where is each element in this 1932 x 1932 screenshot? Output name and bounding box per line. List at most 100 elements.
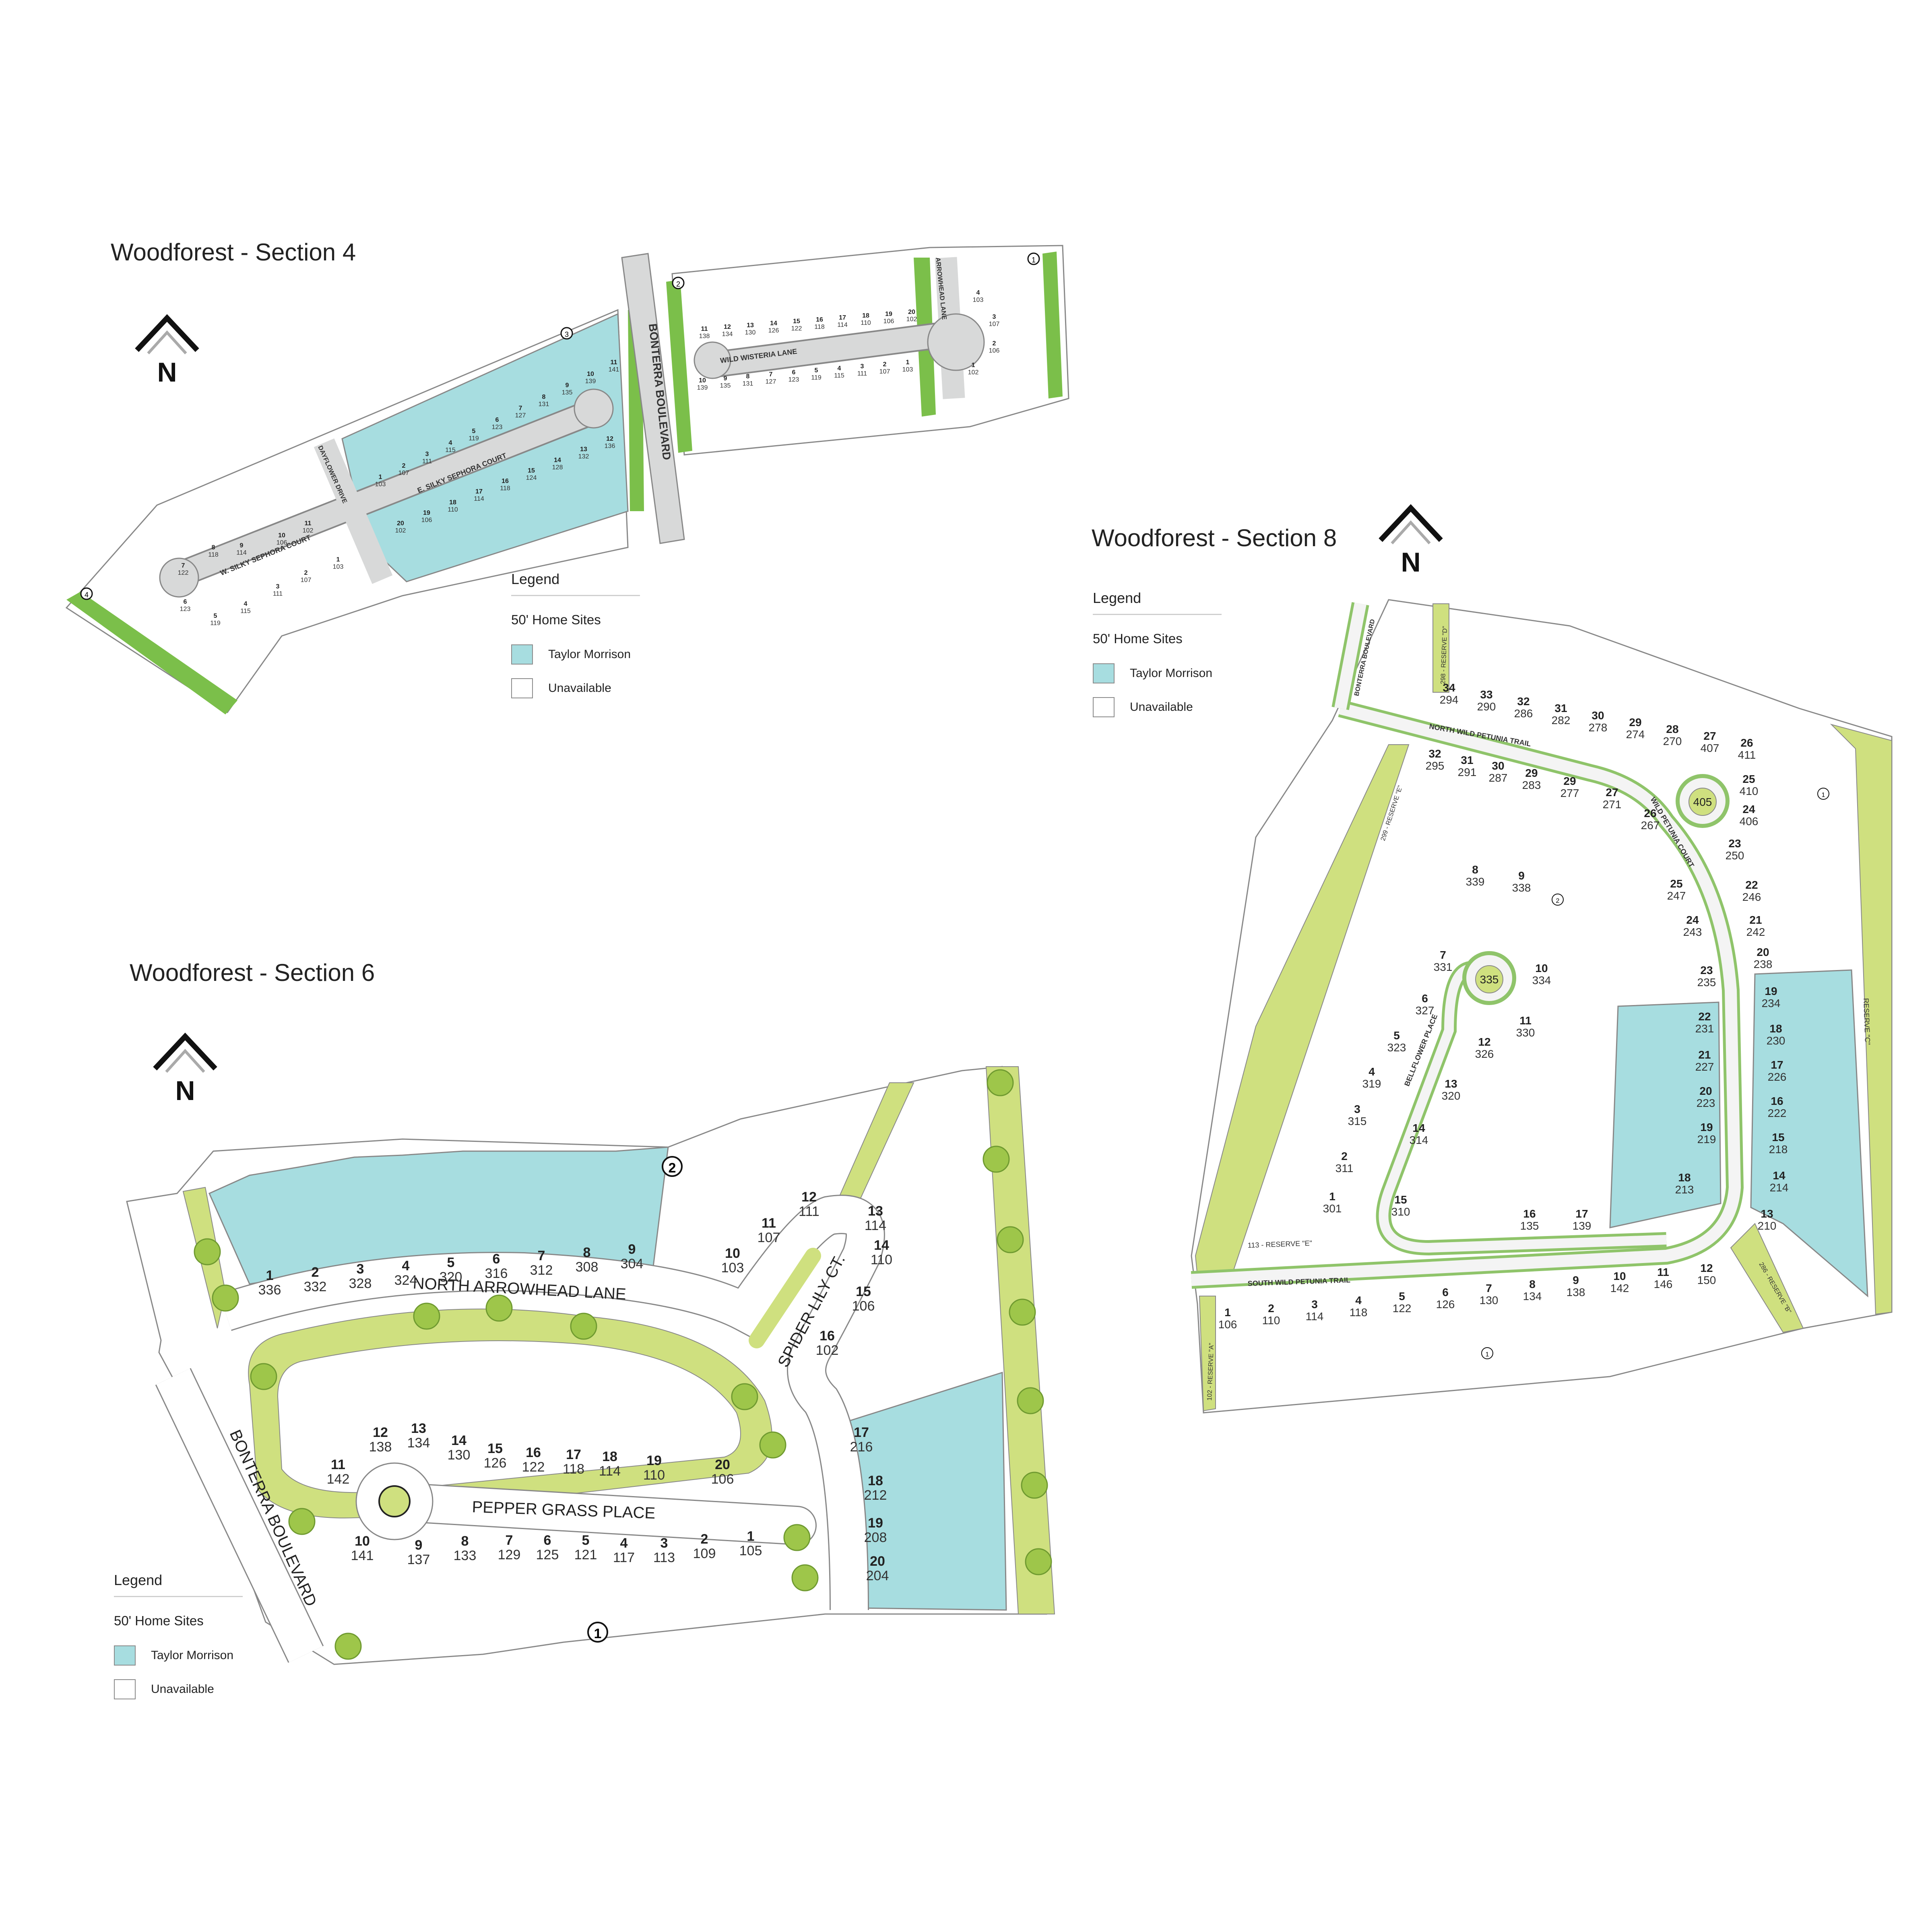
lot-label[interactable]: 15124	[526, 467, 537, 481]
lot-label[interactable]: 23250	[1726, 837, 1744, 862]
lot-label[interactable]: 2107	[301, 570, 312, 584]
lot-label[interactable]: 4324	[394, 1258, 417, 1288]
lot-label[interactable]: 16135	[1520, 1208, 1539, 1232]
lot-label[interactable]: 4118	[1350, 1294, 1368, 1319]
lot-label[interactable]: 2107	[398, 462, 409, 477]
lot-label[interactable]: 9114	[236, 542, 247, 556]
lot-label[interactable]: 8134	[1523, 1278, 1542, 1302]
lot-label[interactable]: 11141	[609, 359, 619, 373]
lot-label[interactable]: 17216	[850, 1425, 873, 1455]
lot-label[interactable]: 4117	[613, 1536, 635, 1565]
lot-label[interactable]: 4103	[973, 289, 984, 303]
lot-label[interactable]: 2311	[1335, 1150, 1354, 1174]
lot-label[interactable]: 3111	[273, 583, 283, 597]
lot-label[interactable]: 18230	[1767, 1022, 1785, 1047]
lot-label[interactable]: 3315	[1348, 1103, 1367, 1127]
lot-label[interactable]: 18110	[448, 499, 458, 513]
lot-label[interactable]: 1336	[258, 1268, 281, 1298]
lot-label[interactable]: 15126	[484, 1441, 507, 1471]
lot-label[interactable]: 1102	[968, 362, 979, 376]
lot-label[interactable]: 6327	[1416, 992, 1435, 1017]
lot-label[interactable]: 13132	[578, 446, 589, 460]
lot-label[interactable]: 11146	[1654, 1266, 1673, 1290]
lot-label[interactable]: 12111	[799, 1189, 819, 1219]
lot-label[interactable]: 13114	[865, 1203, 886, 1233]
lot-label[interactable]: 2106	[989, 340, 1000, 354]
lot-label[interactable]: 14314	[1410, 1122, 1428, 1146]
lot-label[interactable]: 3111	[422, 451, 432, 465]
lot-label[interactable]: 16118	[814, 316, 825, 330]
lot-label[interactable]: 7122	[178, 562, 189, 576]
lot-label[interactable]: 12150	[1697, 1262, 1716, 1286]
lot-label[interactable]: 5320	[440, 1255, 462, 1285]
lot-label[interactable]: 5119	[469, 428, 479, 442]
lot-label[interactable]: 29283	[1522, 767, 1541, 791]
lot-label[interactable]: 18114	[599, 1449, 621, 1479]
lot-label[interactable]: 18110	[861, 312, 871, 326]
lot-label[interactable]: 10103	[721, 1246, 744, 1276]
lot-label[interactable]: 21227	[1695, 1049, 1714, 1073]
lot-label[interactable]: 17114	[474, 488, 484, 502]
lot-label[interactable]: 33290	[1477, 688, 1496, 713]
lot-label[interactable]: 15106	[852, 1284, 875, 1314]
lot-label[interactable]: 17139	[1573, 1208, 1591, 1232]
lot-label[interactable]: 3114	[1306, 1298, 1324, 1323]
lot-label[interactable]: 22231	[1695, 1010, 1714, 1035]
lot-label[interactable]: 16118	[500, 478, 510, 492]
lot-label[interactable]: 7331	[1434, 949, 1453, 973]
lot-label[interactable]: 10106	[277, 532, 287, 546]
lot-label[interactable]: 4115	[240, 601, 251, 615]
lot-label[interactable]: 13134	[407, 1421, 430, 1451]
lot-label[interactable]: 24243	[1683, 914, 1702, 938]
lot-label[interactable]: 11330	[1516, 1014, 1535, 1039]
lot-label[interactable]: 6126	[1436, 1286, 1455, 1311]
lot-label[interactable]: 9338	[1512, 869, 1531, 894]
lot-label[interactable]: 2109	[693, 1532, 716, 1561]
lot-label[interactable]: 6123	[180, 599, 191, 613]
lot-label[interactable]: 29277	[1560, 775, 1579, 799]
lot-label[interactable]: 20102	[906, 309, 917, 323]
lot-label[interactable]: 9135	[562, 382, 573, 396]
lot-label[interactable]: 8131	[539, 394, 549, 408]
lot-label[interactable]: 9304	[621, 1242, 644, 1271]
lot-label[interactable]: 1103	[333, 556, 344, 570]
lot-label[interactable]: 29274	[1626, 716, 1645, 741]
lot-label[interactable]: 10141	[351, 1534, 374, 1563]
lot-label[interactable]: 3111	[857, 363, 867, 377]
lot-label[interactable]: 31291	[1458, 754, 1477, 778]
lot-label[interactable]: 17114	[837, 314, 848, 328]
lot-label[interactable]: 2110	[1262, 1302, 1280, 1327]
lot-label[interactable]: 6123	[788, 369, 799, 383]
lot-label[interactable]: 7312	[530, 1248, 553, 1278]
lot-label[interactable]: 15218	[1769, 1131, 1788, 1156]
lot-label[interactable]: 9138	[1567, 1274, 1585, 1298]
lot-label[interactable]: 6316	[485, 1251, 508, 1281]
lot-label[interactable]: 17226	[1768, 1059, 1787, 1083]
lot-label[interactable]: 22246	[1742, 879, 1761, 903]
lot-label[interactable]: 10334	[1532, 962, 1551, 987]
lot-label[interactable]: 3113	[653, 1536, 675, 1565]
lot-label[interactable]: 12138	[369, 1425, 392, 1455]
lot-label[interactable]: 10139	[697, 377, 708, 391]
lot-label[interactable]: 7130	[1480, 1282, 1499, 1307]
lot-label[interactable]: 9137	[407, 1538, 430, 1567]
lot-label[interactable]: 26267	[1641, 807, 1660, 832]
lot-label[interactable]: 11102	[303, 520, 314, 534]
lot-label[interactable]: 1301	[1323, 1190, 1342, 1215]
lot-label[interactable]: 32286	[1514, 695, 1533, 720]
lot-label[interactable]: 1106	[1218, 1306, 1237, 1331]
lot-label[interactable]: 13130	[745, 322, 756, 336]
lot-label[interactable]: 30278	[1589, 709, 1608, 734]
lot-label[interactable]: 16222	[1768, 1095, 1787, 1119]
lot-label[interactable]: 23235	[1697, 964, 1716, 989]
lot-label[interactable]: 27407	[1701, 730, 1719, 754]
lot-label[interactable]: 20102	[395, 520, 406, 534]
lot-label[interactable]: 8308	[576, 1245, 599, 1275]
lot-label[interactable]: 20106	[711, 1457, 734, 1487]
lot-label[interactable]: 11107	[758, 1216, 780, 1245]
lot-label[interactable]: 15122	[791, 318, 802, 332]
lot-label[interactable]: 14128	[552, 457, 563, 471]
lot-label[interactable]: 18212	[864, 1473, 887, 1503]
lot-label[interactable]: 19219	[1697, 1121, 1716, 1146]
lot-label[interactable]: 19234	[1762, 985, 1781, 1009]
